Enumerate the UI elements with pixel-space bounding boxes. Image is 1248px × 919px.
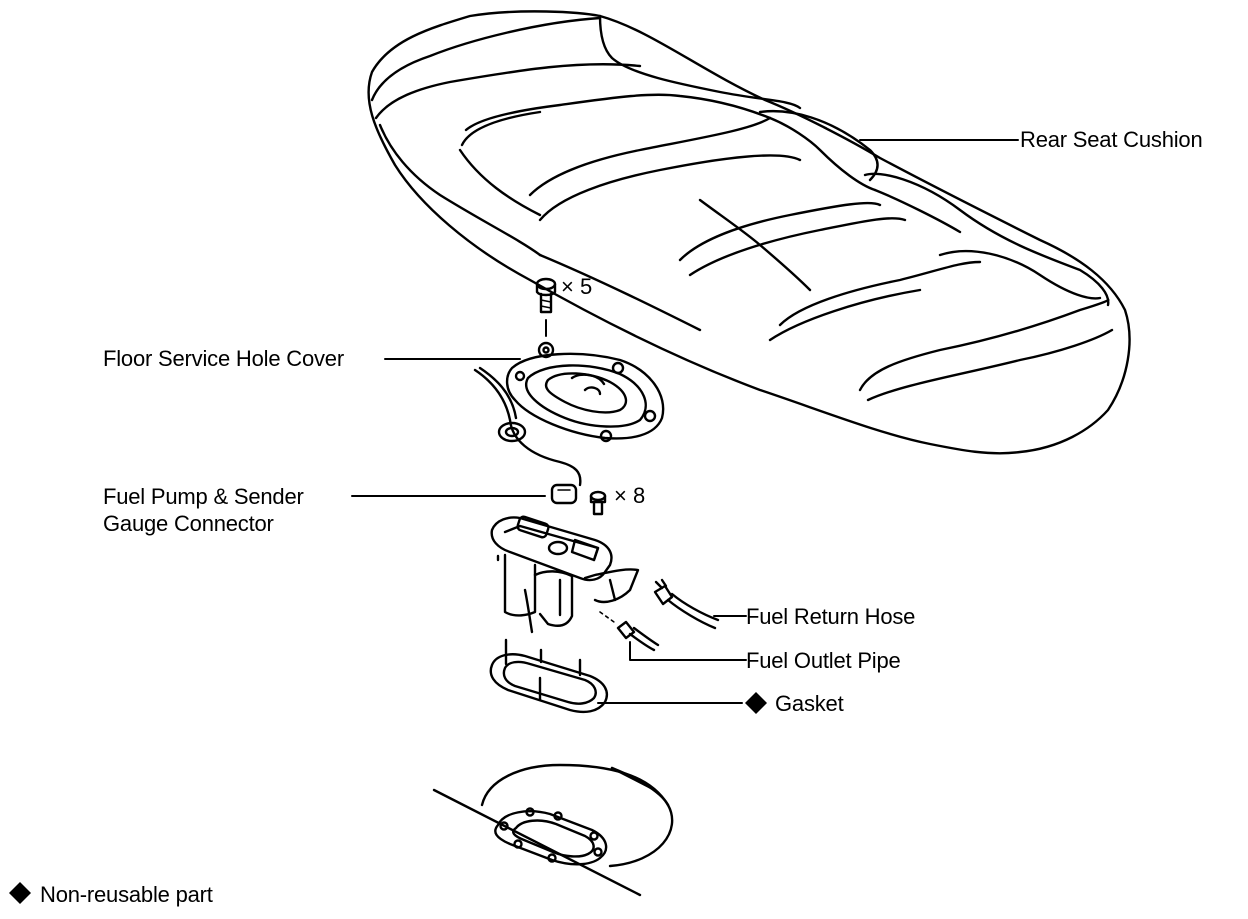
legend-text: Non-reusable part: [40, 882, 213, 907]
quantity-pump-bolts: × 8: [614, 483, 646, 508]
gasket-drawing: [489, 638, 609, 714]
leader-fuel-outlet-pipe: [629, 641, 747, 661]
label-gasket: Gasket: [775, 691, 844, 716]
legend-diamond-icon: [9, 882, 31, 904]
rear-seat-cushion-drawing: [367, 10, 1131, 455]
label-rear-seat-cushion: Rear Seat Cushion: [1020, 127, 1203, 152]
fuel-outlet-pipe-drawing: [599, 611, 660, 652]
floor-service-hole-cover-drawing: [473, 341, 665, 505]
fuel-return-hose-drawing: [653, 578, 720, 630]
label-fuel-return-hose: Fuel Return Hose: [746, 604, 916, 629]
label-fuel-outlet-pipe: Fuel Outlet Pipe: [746, 648, 901, 673]
screw-icon: [535, 277, 557, 337]
label-floor-service-hole-cover: Floor Service Hole Cover: [103, 346, 344, 371]
label-fuel-pump-connector-line1: Fuel Pump & Sender: [103, 484, 304, 509]
quantity-cover-screws: × 5: [561, 274, 593, 299]
fuel-pump-assembly-drawing: [490, 515, 640, 634]
bolt-icon: [589, 490, 607, 516]
floor-opening-drawing: [432, 763, 674, 897]
label-fuel-pump-connector-line2: Gauge Connector: [103, 511, 274, 536]
diamond-icon: [745, 692, 767, 714]
